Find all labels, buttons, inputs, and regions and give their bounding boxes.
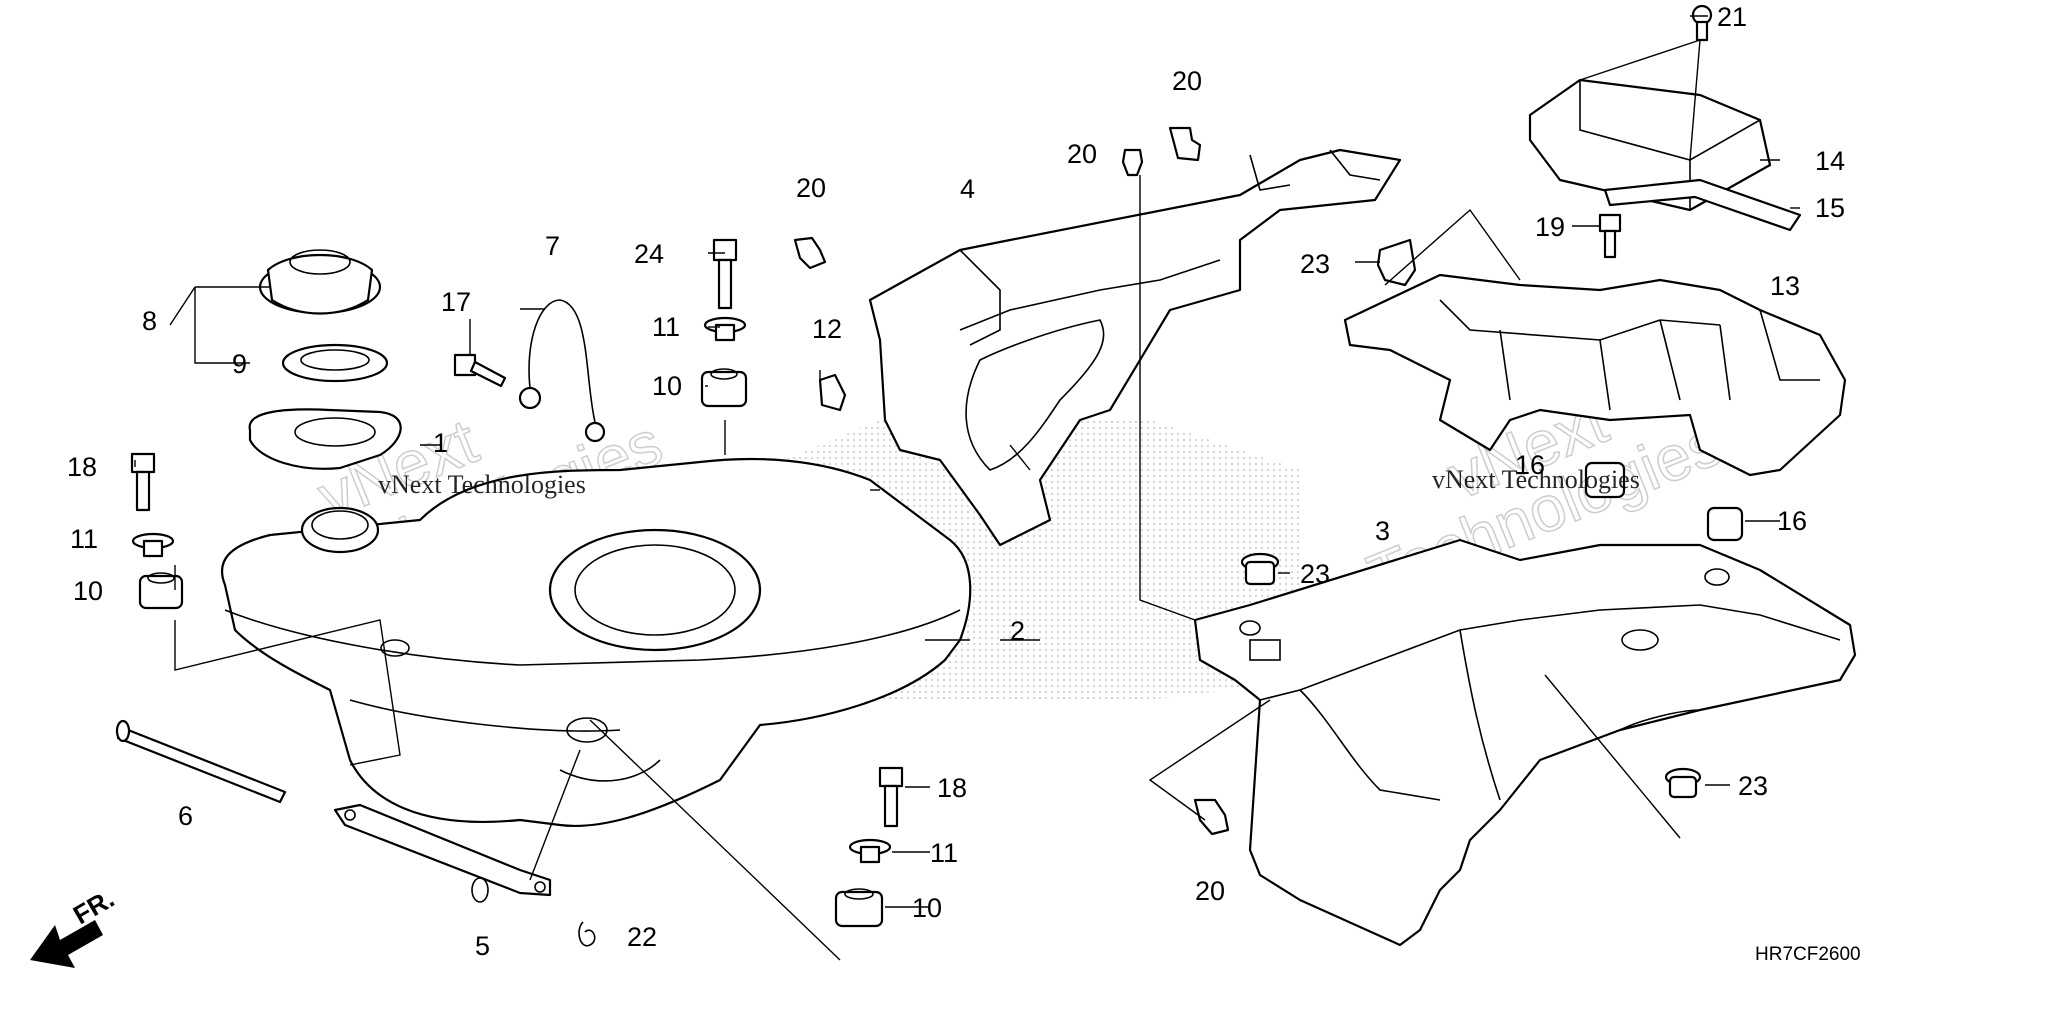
fuel-tank bbox=[220, 457, 972, 828]
callout-15: 15 bbox=[1815, 193, 1845, 223]
front-direction-arrow bbox=[30, 920, 103, 968]
bolt-18-left bbox=[130, 452, 156, 512]
callout-7: 7 bbox=[545, 231, 560, 261]
push-clip-20-c bbox=[793, 236, 827, 270]
callout-2: 2 bbox=[1010, 616, 1025, 646]
callout-24: 24 bbox=[634, 239, 664, 269]
battery-box-13 bbox=[1343, 273, 1847, 477]
callout-11-bottom: 11 bbox=[930, 838, 958, 868]
push-clip-20-b bbox=[1168, 126, 1202, 162]
callout-1: 1 bbox=[433, 428, 448, 458]
callout-20-top: 20 bbox=[1172, 66, 1202, 96]
callout-18-bottom: 18 bbox=[937, 773, 967, 803]
callout-18-left: 18 bbox=[67, 452, 97, 482]
bolt-18-bottom bbox=[878, 766, 904, 828]
grommet-23-top bbox=[1376, 238, 1417, 287]
tank-strap bbox=[333, 803, 552, 903]
callout-20-left: 20 bbox=[796, 173, 826, 203]
leader-lines bbox=[134, 15, 1800, 961]
collar-11-bottom bbox=[848, 838, 892, 864]
callout-23-mid: 23 bbox=[1300, 559, 1330, 589]
grommet-16-a bbox=[1584, 461, 1626, 499]
bolt-19 bbox=[1598, 213, 1622, 259]
callout-11-center: 11 bbox=[652, 312, 680, 342]
callout-10-left: 10 bbox=[73, 576, 103, 606]
callout-20-bottom: 20 bbox=[1195, 876, 1225, 906]
ground-wire bbox=[518, 299, 606, 443]
collar-11-left bbox=[131, 532, 175, 558]
cover-14 bbox=[1528, 78, 1772, 212]
grommet-10-center bbox=[700, 368, 748, 408]
callout-23-right: 23 bbox=[1738, 771, 1768, 801]
callout-22: 22 bbox=[627, 922, 657, 952]
callout-3: 3 bbox=[1375, 516, 1390, 546]
callout-21: 21 bbox=[1717, 2, 1747, 32]
callout-16-b: 16 bbox=[1777, 506, 1807, 536]
grommet-10-bottom bbox=[834, 888, 884, 928]
grommet-16-b bbox=[1706, 506, 1744, 542]
callout-23-top: 23 bbox=[1300, 249, 1330, 279]
callout-13: 13 bbox=[1770, 271, 1800, 301]
clip-nut-12 bbox=[818, 373, 847, 412]
callout-10-center: 10 bbox=[652, 371, 682, 401]
diagram-code: HR7CF2600 bbox=[1755, 944, 1861, 965]
callout-5: 5 bbox=[475, 931, 490, 961]
filler-neck-ring bbox=[248, 408, 402, 470]
callout-9: 9 bbox=[232, 349, 247, 379]
mounting-rod bbox=[115, 719, 287, 804]
callout-12: 12 bbox=[812, 314, 842, 344]
watermark-text-right: vNext Technologies bbox=[1432, 465, 1640, 494]
under-tray-3 bbox=[1193, 538, 1857, 947]
callout-19: 19 bbox=[1535, 212, 1565, 242]
bolt-24 bbox=[712, 238, 738, 310]
bolt-17 bbox=[453, 353, 507, 388]
push-clip-20-a bbox=[1121, 148, 1144, 177]
watermark-text-left: vNext Technologies bbox=[378, 470, 586, 499]
grommet-10-left bbox=[138, 572, 184, 610]
callout-8: 8 bbox=[142, 306, 157, 336]
callout-20-upper-left: 20 bbox=[1067, 139, 1097, 169]
callout-10-bottom: 10 bbox=[912, 893, 942, 923]
clip-22 bbox=[578, 921, 596, 947]
front-direction-label: FR. bbox=[68, 883, 119, 930]
callout-4: 4 bbox=[960, 174, 975, 204]
push-clip-20-d bbox=[1193, 798, 1230, 836]
callout-17: 17 bbox=[441, 287, 471, 317]
cap-gasket bbox=[281, 343, 389, 383]
collar-11-center bbox=[703, 316, 747, 342]
filler-cap bbox=[258, 249, 382, 315]
screw-21 bbox=[1691, 4, 1713, 42]
grommet-23-right bbox=[1664, 767, 1702, 799]
seal-15 bbox=[1603, 178, 1802, 232]
grommet-23-mid bbox=[1240, 552, 1280, 586]
callout-16-a: 16 bbox=[1515, 450, 1545, 480]
callout-6: 6 bbox=[178, 801, 193, 831]
callout-14: 14 bbox=[1815, 146, 1845, 176]
callout-11-left: 11 bbox=[70, 524, 98, 554]
bracket-4 bbox=[868, 148, 1402, 547]
